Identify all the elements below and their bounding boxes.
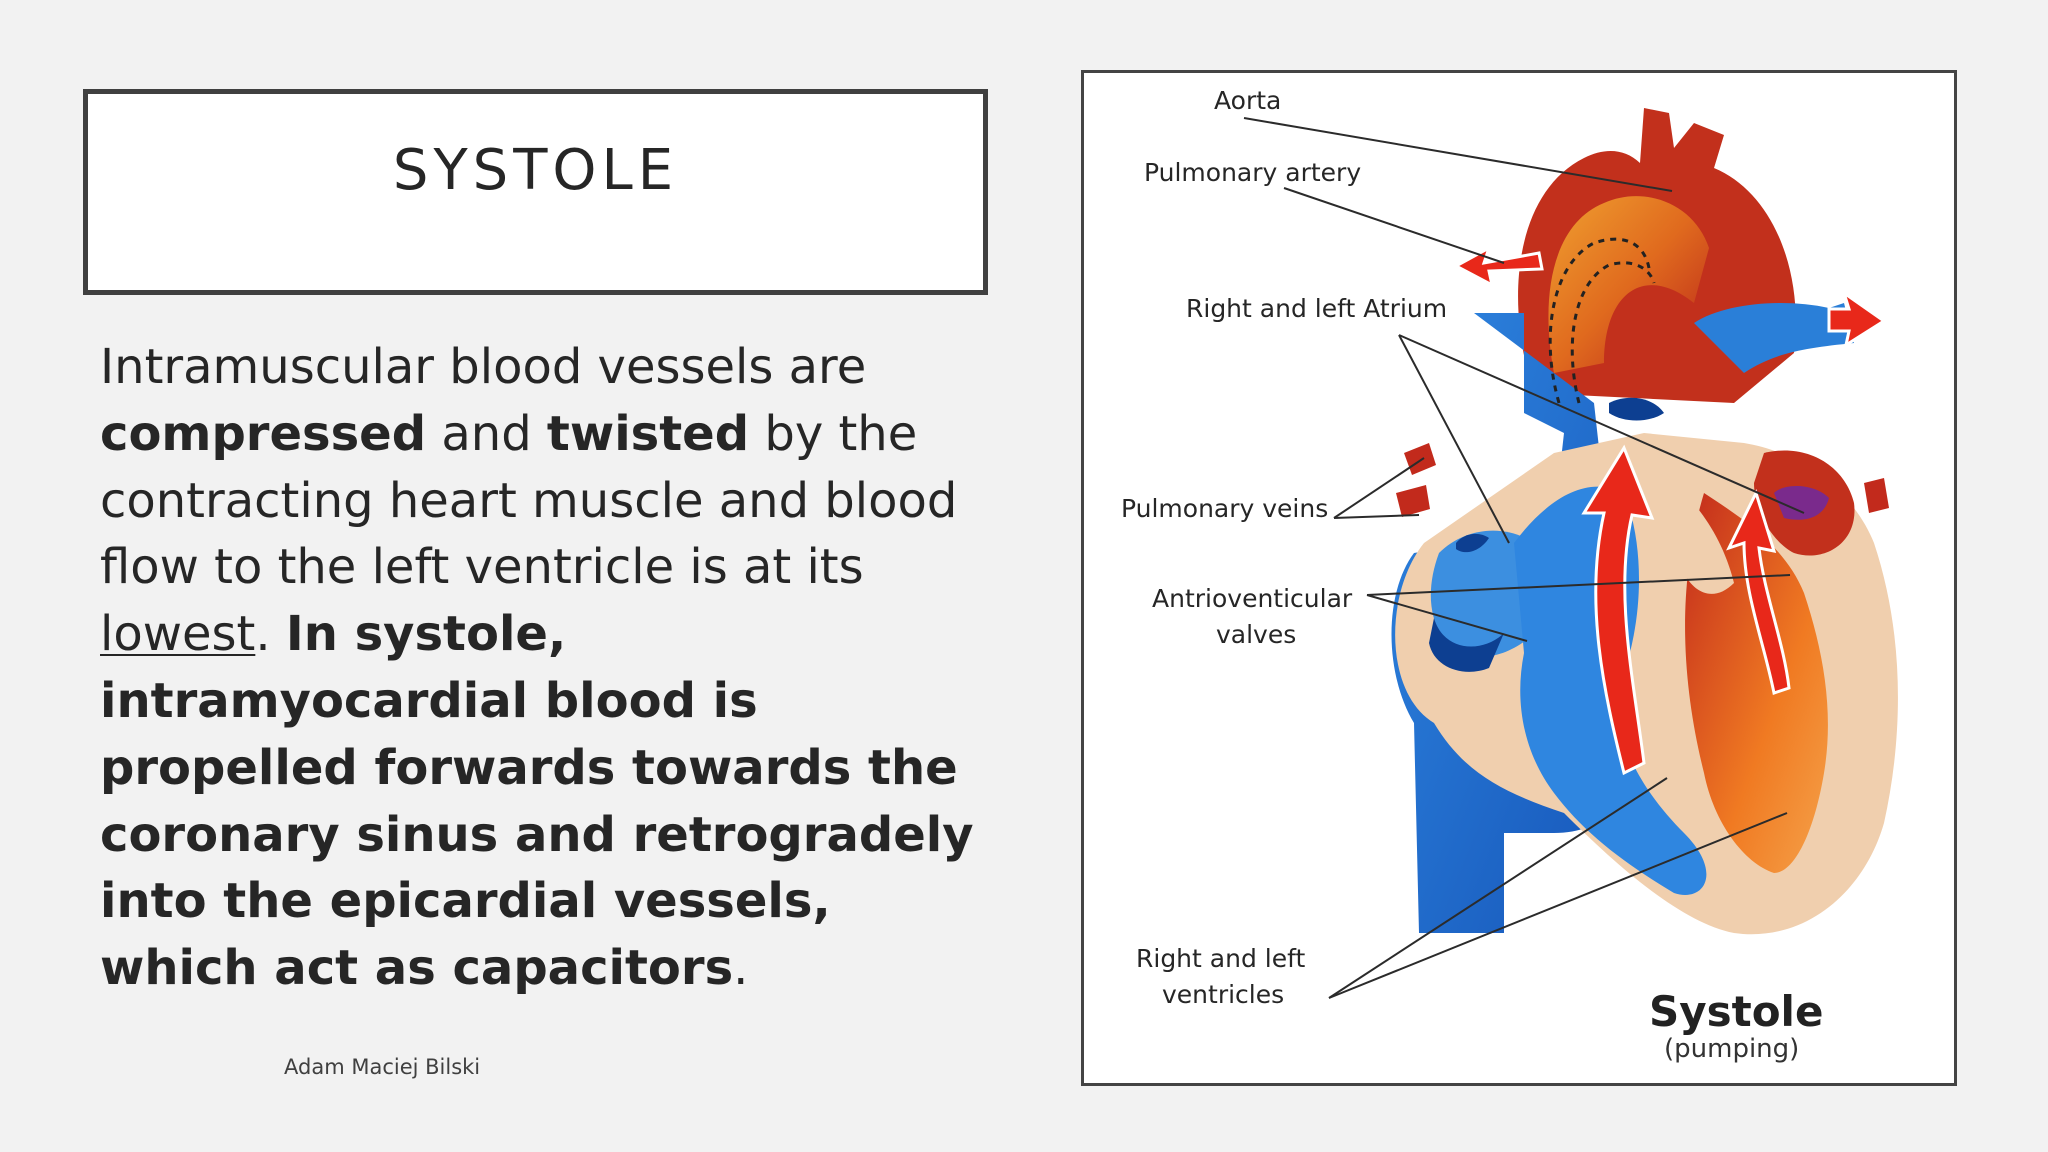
heart-diagram-frame: Aorta Pulmonary artery Right and left At… [1081, 70, 1957, 1086]
body-paragraph: Intramuscular blood vessels are compress… [100, 334, 995, 1002]
flow-arrow-right-ventricle [1581, 444, 1655, 776]
body-underlined-lowest: lowest [100, 606, 256, 663]
label-ventricles-line1: Right and left [1136, 944, 1305, 973]
title-box: SYSTOLE [83, 89, 988, 295]
body-text-run: . [255, 606, 286, 663]
flow-arrow-left-ventricle [1726, 488, 1791, 695]
leader-lines [1243, 117, 1805, 999]
label-ventricles-line2: ventricles [1162, 980, 1284, 1009]
caption-subtitle: (pumping) [1664, 1034, 1799, 1064]
caption-title: Systole [1649, 987, 1823, 1036]
body-text-run: Intramuscular blood vessels are [100, 339, 867, 395]
flow-dotted-path [1548, 237, 1651, 404]
flow-dotted-path [1570, 261, 1656, 404]
body-text-run: by the contracting heart muscle and bloo… [100, 405, 958, 596]
body-bold-compressed: compressed [100, 405, 427, 462]
slide-title: SYSTOLE [392, 138, 679, 203]
label-av-valves-line2: valves [1216, 620, 1296, 649]
left-chambers [1684, 450, 1855, 873]
heart-diagram: Aorta Pulmonary artery Right and left At… [1121, 86, 1898, 1064]
body-text-run: . [733, 940, 749, 997]
label-pulmonary-veins: Pulmonary veins [1121, 494, 1328, 523]
body-bold-twisted: twisted [546, 405, 750, 462]
label-aorta: Aorta [1214, 86, 1281, 115]
pulmonary-artery-arrow-left [1452, 244, 1544, 288]
label-atrium: Right and left Atrium [1186, 294, 1447, 323]
valves-shape [1456, 397, 1664, 553]
label-pulmonary-artery: Pulmonary artery [1144, 158, 1361, 187]
body-text-run: and [426, 405, 547, 462]
body-bold-systole-sentence: In systole, intramyocardial blood is pro… [100, 606, 974, 997]
label-av-valves-line1: Antrioventicular [1152, 584, 1353, 613]
author-credit: Adam Maciej Bilski [284, 1055, 481, 1079]
